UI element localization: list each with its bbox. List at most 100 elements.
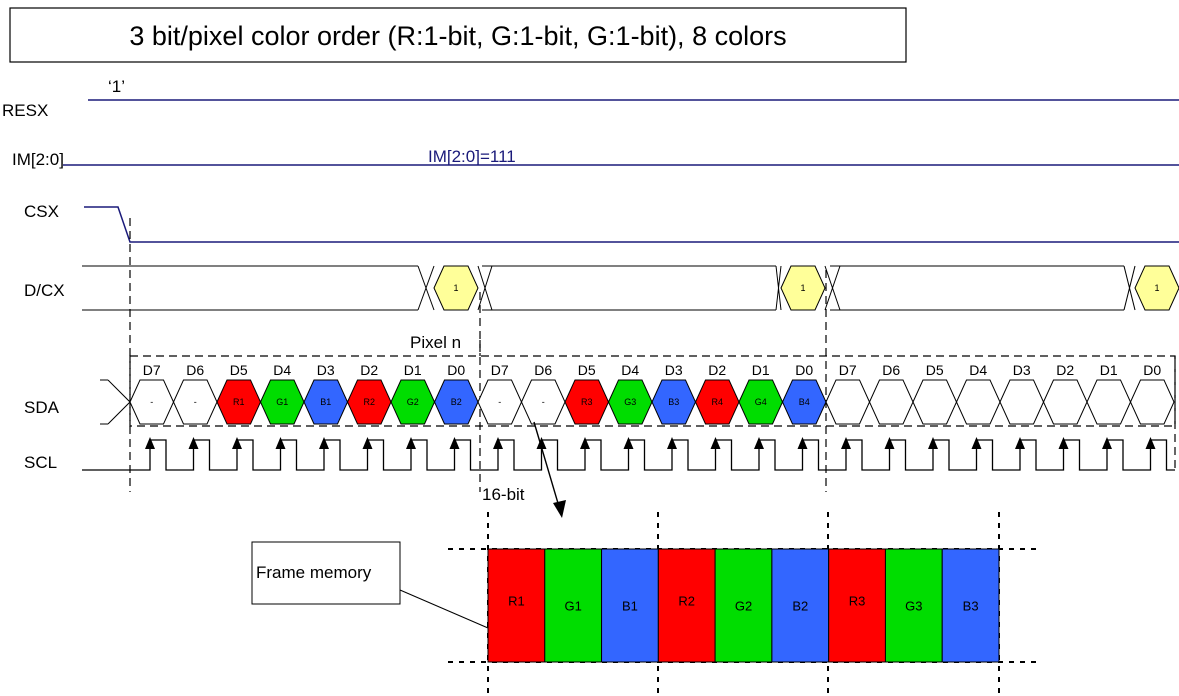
scl-rising-edge-arrow bbox=[710, 437, 721, 449]
scl-rising-edge-arrow bbox=[1145, 437, 1156, 449]
frame-memory-label: Frame memory bbox=[256, 563, 372, 582]
scl-rising-edge-arrow bbox=[406, 437, 416, 449]
sda-bit-index: D5 bbox=[230, 362, 248, 378]
memory-cell bbox=[657, 548, 716, 663]
transfer-arrow-head bbox=[553, 500, 566, 518]
memory-cell-label: G1 bbox=[564, 599, 581, 614]
resx-level-label: ‘1’ bbox=[108, 77, 125, 96]
scl-rising-edge-arrow bbox=[275, 437, 286, 449]
sda-bit-label: - bbox=[194, 397, 197, 407]
memory-cell bbox=[771, 548, 830, 663]
sda-bit-label: R4 bbox=[711, 397, 723, 407]
sda-bit-index: D0 bbox=[795, 362, 813, 378]
sda-bit-index: D7 bbox=[491, 362, 509, 378]
sda-bit-label: B1 bbox=[320, 397, 331, 407]
scl-rising-edge-arrow bbox=[623, 437, 634, 449]
sda-bit-index: D4 bbox=[969, 362, 987, 378]
memory-cell-label: B2 bbox=[792, 599, 808, 614]
dcx-transition bbox=[775, 265, 782, 311]
timing-guides bbox=[129, 218, 1176, 492]
resx-label: RESX bbox=[2, 101, 48, 120]
memory-cell-label: R3 bbox=[849, 594, 866, 609]
scl-rising-edge-arrow bbox=[319, 437, 329, 449]
scl-rising-edge-arrow bbox=[1015, 437, 1025, 449]
dcx-data-hex bbox=[780, 265, 826, 311]
dcx-label: D/CX bbox=[24, 281, 65, 300]
sda-bit-label: B4 bbox=[799, 397, 810, 407]
sda-bit-cell bbox=[955, 379, 1001, 425]
sda-bit-index: D2 bbox=[708, 362, 726, 378]
sda-bit-cell bbox=[868, 379, 914, 425]
sda-bit-index: D6 bbox=[186, 362, 204, 378]
memory-cell-label: R1 bbox=[508, 594, 525, 609]
sda-bit-label: B2 bbox=[451, 397, 462, 407]
scl-waveform bbox=[82, 437, 1175, 471]
sda-bit-cell bbox=[825, 379, 871, 425]
scl-rising-edge-arrow bbox=[971, 437, 982, 449]
sda-bit-label: - bbox=[498, 397, 501, 407]
sda-bit-label: R2 bbox=[363, 397, 375, 407]
memory-cell-label: R2 bbox=[678, 594, 695, 609]
pixel-n-label: Pixel n bbox=[410, 333, 461, 352]
sda-bit-label: B3 bbox=[668, 397, 679, 407]
sda-bit-label: G1 bbox=[276, 397, 288, 407]
sda-bit-index: D3 bbox=[665, 362, 683, 378]
frame-memory-box bbox=[251, 541, 401, 605]
sda-bit-label: G4 bbox=[755, 397, 767, 407]
sda-bit-label: R1 bbox=[233, 397, 245, 407]
scl-rising-edge-arrow bbox=[754, 437, 764, 449]
sda-bit-label: R3 bbox=[581, 397, 593, 407]
sda-bit-index: D5 bbox=[578, 362, 596, 378]
sda-bit-index: D0 bbox=[447, 362, 465, 378]
scl-rising-edge-arrow bbox=[797, 437, 808, 449]
sda-bit-cell bbox=[1042, 379, 1088, 425]
sda-bit-index: D0 bbox=[1143, 362, 1161, 378]
transfer-arrow bbox=[533, 421, 561, 511]
scl-rising-edge-arrow bbox=[362, 437, 373, 449]
memory-cell bbox=[601, 548, 659, 663]
dcx-transition bbox=[824, 265, 841, 311]
memory-cell-label: B3 bbox=[963, 599, 979, 614]
scl-rising-edge-arrow bbox=[928, 437, 938, 449]
memory-cell-label: G3 bbox=[905, 599, 922, 614]
sda-bit-cell bbox=[999, 379, 1045, 425]
scl-rising-edge-arrow bbox=[1102, 437, 1112, 449]
sda-bit-index: D7 bbox=[143, 362, 161, 378]
sda-bit-index: D6 bbox=[882, 362, 900, 378]
memory-cell bbox=[828, 548, 886, 663]
scl-rising-edge-arrow bbox=[449, 437, 460, 449]
sda-bit-cell bbox=[1086, 379, 1132, 425]
dcx-data-hex bbox=[1134, 265, 1179, 311]
sda-bit-index: D5 bbox=[926, 362, 944, 378]
scl-rising-edge-arrow bbox=[493, 437, 503, 449]
sda-bit-index: D1 bbox=[1100, 362, 1118, 378]
memory-cell bbox=[884, 548, 943, 663]
sda-bit-index: D2 bbox=[1056, 362, 1074, 378]
memory-cell-label: G2 bbox=[735, 599, 752, 614]
sda-bit-index: D3 bbox=[1013, 362, 1031, 378]
scl-rising-edge-arrow bbox=[1058, 437, 1069, 449]
dcx-hex-label: 1 bbox=[800, 283, 805, 293]
sda-bit-index: D6 bbox=[534, 362, 552, 378]
scl-rising-edge-arrow bbox=[145, 437, 155, 449]
frame-memory-pointer bbox=[399, 589, 489, 629]
sda-bit-label: - bbox=[542, 397, 545, 407]
scl-clock-line bbox=[82, 439, 1175, 471]
sda-bit-index: D4 bbox=[273, 362, 291, 378]
title-box bbox=[9, 7, 907, 63]
sda-bit-cell bbox=[912, 379, 958, 425]
dcx-data-hex bbox=[433, 265, 479, 311]
sda-bit-index: D1 bbox=[404, 362, 422, 378]
scl-label: SCL bbox=[24, 453, 57, 472]
scl-rising-edge-arrow bbox=[580, 437, 590, 449]
im-label: IM[2:0] bbox=[12, 150, 64, 169]
sda-frame-box bbox=[129, 355, 1176, 427]
scl-rising-edge-arrow bbox=[232, 437, 242, 449]
dcx-transition bbox=[1123, 265, 1136, 311]
diagram-title: 3 bit/pixel color order (R:1-bit, G:1-bi… bbox=[129, 21, 786, 51]
memory-cell bbox=[487, 548, 546, 663]
